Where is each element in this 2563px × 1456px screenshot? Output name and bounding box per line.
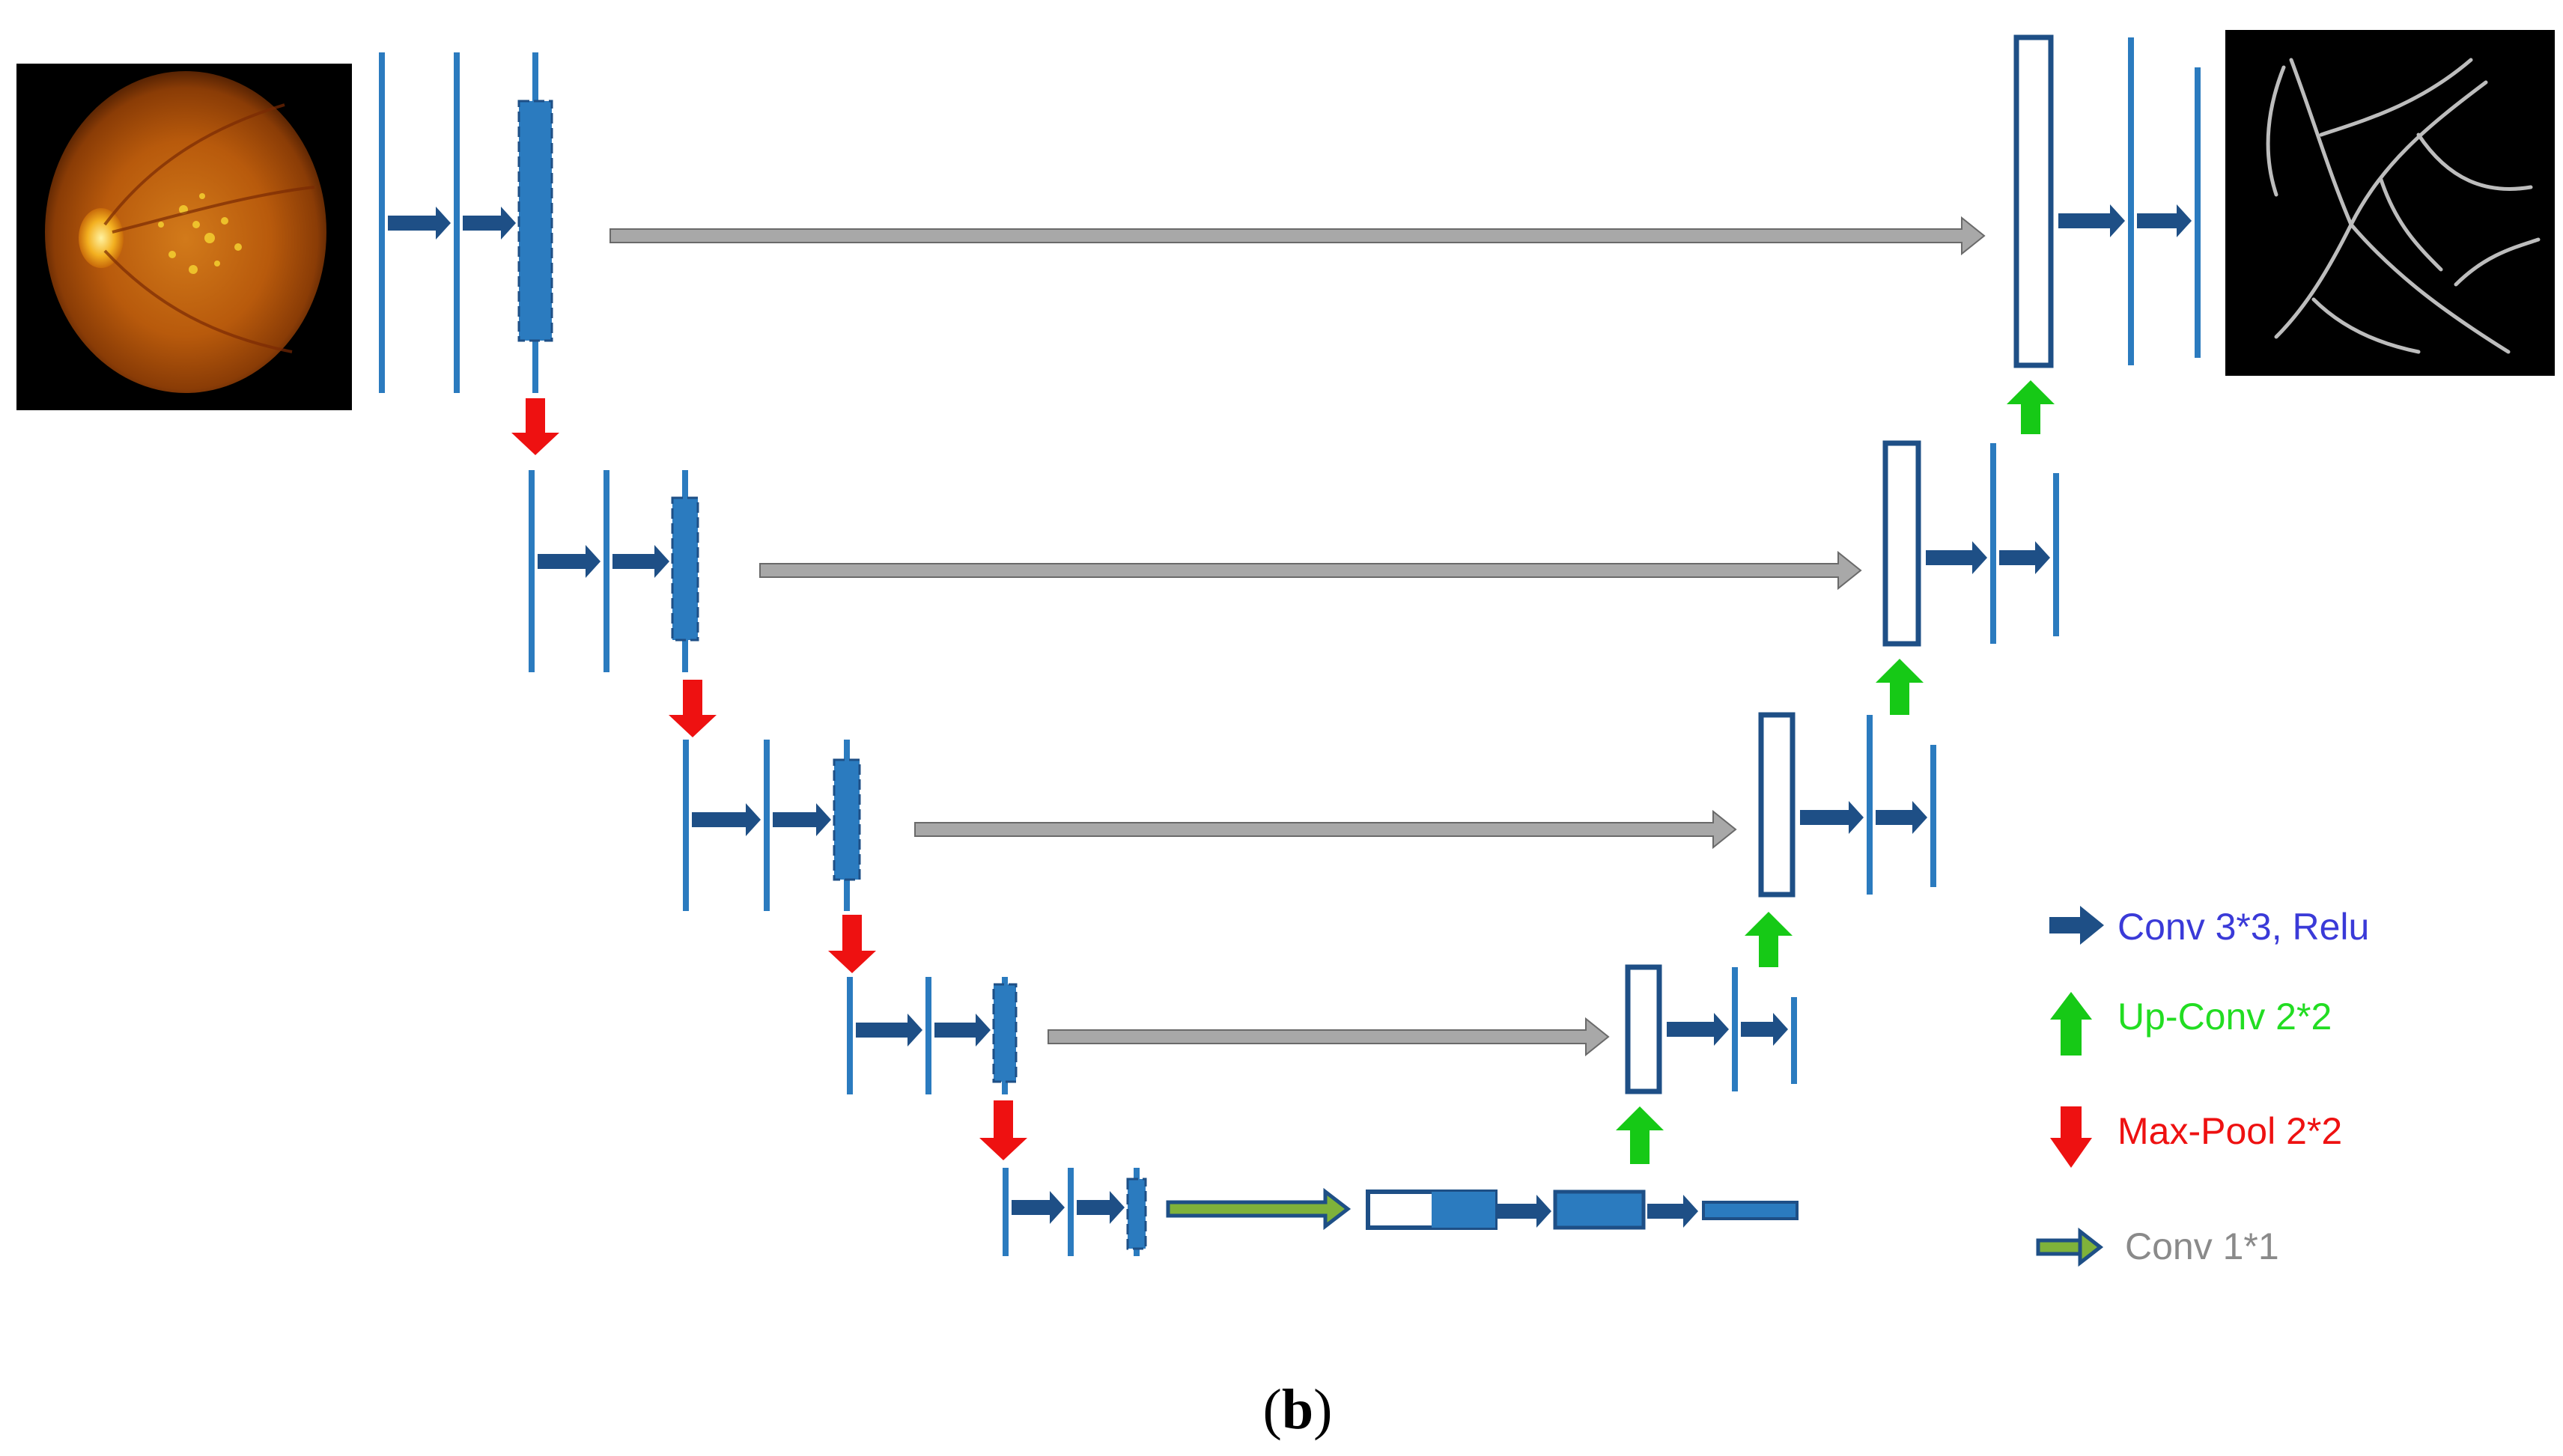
max-pool-arrow <box>828 915 876 973</box>
encoder-layer-bar <box>1068 1168 1074 1256</box>
conv-arrow <box>1800 801 1864 834</box>
conv-arrow <box>612 545 669 578</box>
input-fundus-image <box>16 64 352 410</box>
encoder-layer-bar <box>683 740 689 911</box>
encoder-layer-bar <box>529 470 535 672</box>
conv-arrow <box>2058 204 2125 237</box>
max-pool-arrow <box>979 1100 1027 1160</box>
feature-map-block <box>833 758 861 881</box>
up-conv-arrow <box>1745 912 1793 967</box>
legend-up-conv-label: Up-Conv 2*2 <box>2117 996 2332 1038</box>
skip-connection-arrow <box>914 809 1737 850</box>
conv-arrow <box>1498 1195 1551 1228</box>
skip-connection-arrow <box>759 550 1862 591</box>
encoder-layer-bar <box>925 977 931 1094</box>
conv-arrow <box>856 1014 922 1047</box>
skip-connection-arrow <box>609 216 1986 256</box>
conv1x1-arrow <box>1166 1187 1352 1231</box>
up-conv-arrow <box>1876 659 1924 715</box>
conv-arrow <box>1012 1191 1065 1224</box>
legend-max-pool-icon <box>2050 1106 2092 1168</box>
conv-arrow <box>1999 541 2050 574</box>
decoder-layer-bar <box>1791 997 1797 1084</box>
decoder-layer-bar <box>2195 67 2201 358</box>
decoder-concat-block <box>1758 712 1796 898</box>
conv-arrow <box>773 803 831 836</box>
decoder-layer-bar <box>1930 745 1936 887</box>
bottleneck-output-bar <box>1702 1201 1799 1220</box>
skip-connection-arrow <box>1048 1017 1610 1057</box>
conv-arrow <box>463 207 516 240</box>
encoder-layer-bar <box>379 52 385 393</box>
bottleneck-feature-block <box>1553 1190 1646 1230</box>
conv-arrow <box>934 1014 991 1047</box>
feature-map-block <box>1126 1178 1147 1250</box>
up-conv-arrow <box>1616 1106 1664 1164</box>
feature-map-block <box>517 100 553 342</box>
caption-open-paren: ( <box>1263 1378 1282 1441</box>
conv-arrow <box>1926 541 1987 574</box>
figure-caption: (b) <box>1263 1378 1333 1441</box>
decoder-concat-block <box>1882 440 1921 647</box>
caption-letter: b <box>1282 1378 1313 1441</box>
decoder-layer-bar <box>2128 37 2134 365</box>
decoder-concat-block <box>2013 34 2054 368</box>
conv-arrow <box>388 207 451 240</box>
conv-arrow <box>692 803 761 836</box>
network-blocks <box>379 34 2201 1256</box>
max-pool-arrow <box>511 398 559 455</box>
max-pool-arrow <box>669 680 717 737</box>
legend: Conv 3*3, Relu Up-Conv 2*2 Max-Pool 2*2 … <box>2036 906 2369 1267</box>
bottleneck-concat-fill <box>1432 1192 1495 1228</box>
conv-arrow <box>1876 801 1927 834</box>
encoder-layer-bar <box>764 740 770 911</box>
legend-conv1x1-label: Conv 1*1 <box>2125 1225 2279 1267</box>
feature-map-block <box>992 983 1018 1083</box>
up-conv-arrow <box>2007 380 2055 434</box>
encoder-layer-bar <box>847 977 853 1094</box>
decoder-concat-block <box>1625 964 1662 1094</box>
feature-map-block <box>671 496 699 642</box>
conv-arrow <box>1741 1013 1788 1046</box>
legend-conv-label: Conv 3*3, Relu <box>2117 906 2369 948</box>
conv-arrow <box>1647 1195 1698 1228</box>
output-vessel-segmentation-image <box>2225 30 2555 376</box>
caption-close-paren: ) <box>1313 1378 1332 1441</box>
encoder-layer-bar <box>1003 1168 1009 1256</box>
conv-arrow <box>2137 204 2192 237</box>
conv-arrow <box>1077 1191 1125 1224</box>
legend-conv1x1-icon <box>2036 1227 2104 1267</box>
conv-arrow <box>1667 1013 1729 1046</box>
legend-up-conv-icon <box>2050 992 2092 1056</box>
decoder-layer-bar <box>1732 967 1738 1091</box>
legend-conv-icon <box>2049 906 2104 945</box>
decoder-layer-bar <box>2053 473 2059 636</box>
legend-max-pool-label: Max-Pool 2*2 <box>2117 1110 2342 1152</box>
encoder-layer-bar <box>603 470 609 672</box>
encoder-layer-bar <box>454 52 460 393</box>
decoder-layer-bar <box>1867 715 1873 895</box>
decoder-layer-bar <box>1990 443 1996 644</box>
conv-arrow <box>538 545 601 578</box>
